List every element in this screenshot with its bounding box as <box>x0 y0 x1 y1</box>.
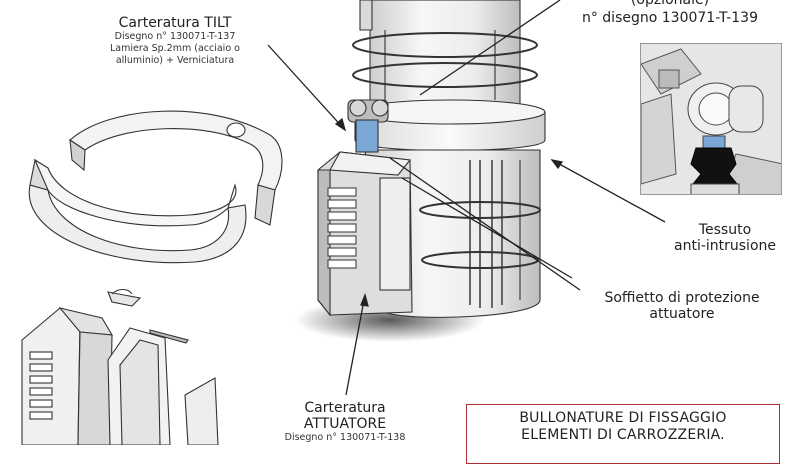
label-tilt-cover: Carteratura TILT Disegno n° 130071-T-137… <box>70 15 280 67</box>
detail-inset <box>640 43 782 195</box>
main-assembly <box>317 0 546 318</box>
leader-actuator <box>345 294 366 396</box>
bellows-line-2: attuatore <box>649 306 715 322</box>
label-actuator-cover: Carteratura ATTUATORE Disegno n° 130071-… <box>255 400 435 444</box>
fabric-line-1: Tessuto <box>698 222 752 238</box>
actuator-cover-parts <box>21 288 219 445</box>
label-fabric: Tessuto anti-intrusione <box>650 222 800 254</box>
label-bellows: Soffietto di protezione attuatore <box>582 290 782 322</box>
actuator-line-1: Carteratura <box>304 400 386 416</box>
technical-drawing <box>21 0 666 445</box>
optional-drawing: n° disegno 130071-T-139 <box>581 10 759 26</box>
tilt-cover-material-2: alluminio) + Verniciatura <box>115 55 235 66</box>
bellows-line-1: Soffietto di protezione <box>604 290 760 306</box>
leader-fabric <box>551 159 666 223</box>
notice-line-1: BULLONATURE DI FISSAGGIO <box>519 410 727 426</box>
actuator-drawing: Disegno n° 130071-T-138 <box>284 432 406 443</box>
actuator-line-2: ATTUATORE <box>303 416 387 432</box>
optional-note: (opzionale) <box>630 0 710 8</box>
tilt-cover-material-1: Lamiera Sp.2mm (acciaio o <box>110 43 240 54</box>
leader-bellows <box>389 157 581 291</box>
leader-optional <box>419 0 561 96</box>
tilt-ring-part <box>28 110 283 264</box>
tilt-cover-drawing: Disegno n° 130071-T-137 <box>114 31 236 42</box>
fabric-line-2: anti-intrusione <box>674 238 776 254</box>
leader-tilt <box>267 44 346 131</box>
label-optional: (opzionale) n° disegno 130071-T-139 <box>570 0 770 26</box>
notice-line-2: ELEMENTI DI CARROZZERIA. <box>521 427 725 443</box>
actuator-detail-drawing <box>641 44 781 194</box>
notice-box: BULLONATURE DI FISSAGGIO ELEMENTI DI CAR… <box>466 404 780 464</box>
leader-lines <box>267 0 666 396</box>
tilt-cover-title: Carteratura TILT <box>118 15 232 31</box>
